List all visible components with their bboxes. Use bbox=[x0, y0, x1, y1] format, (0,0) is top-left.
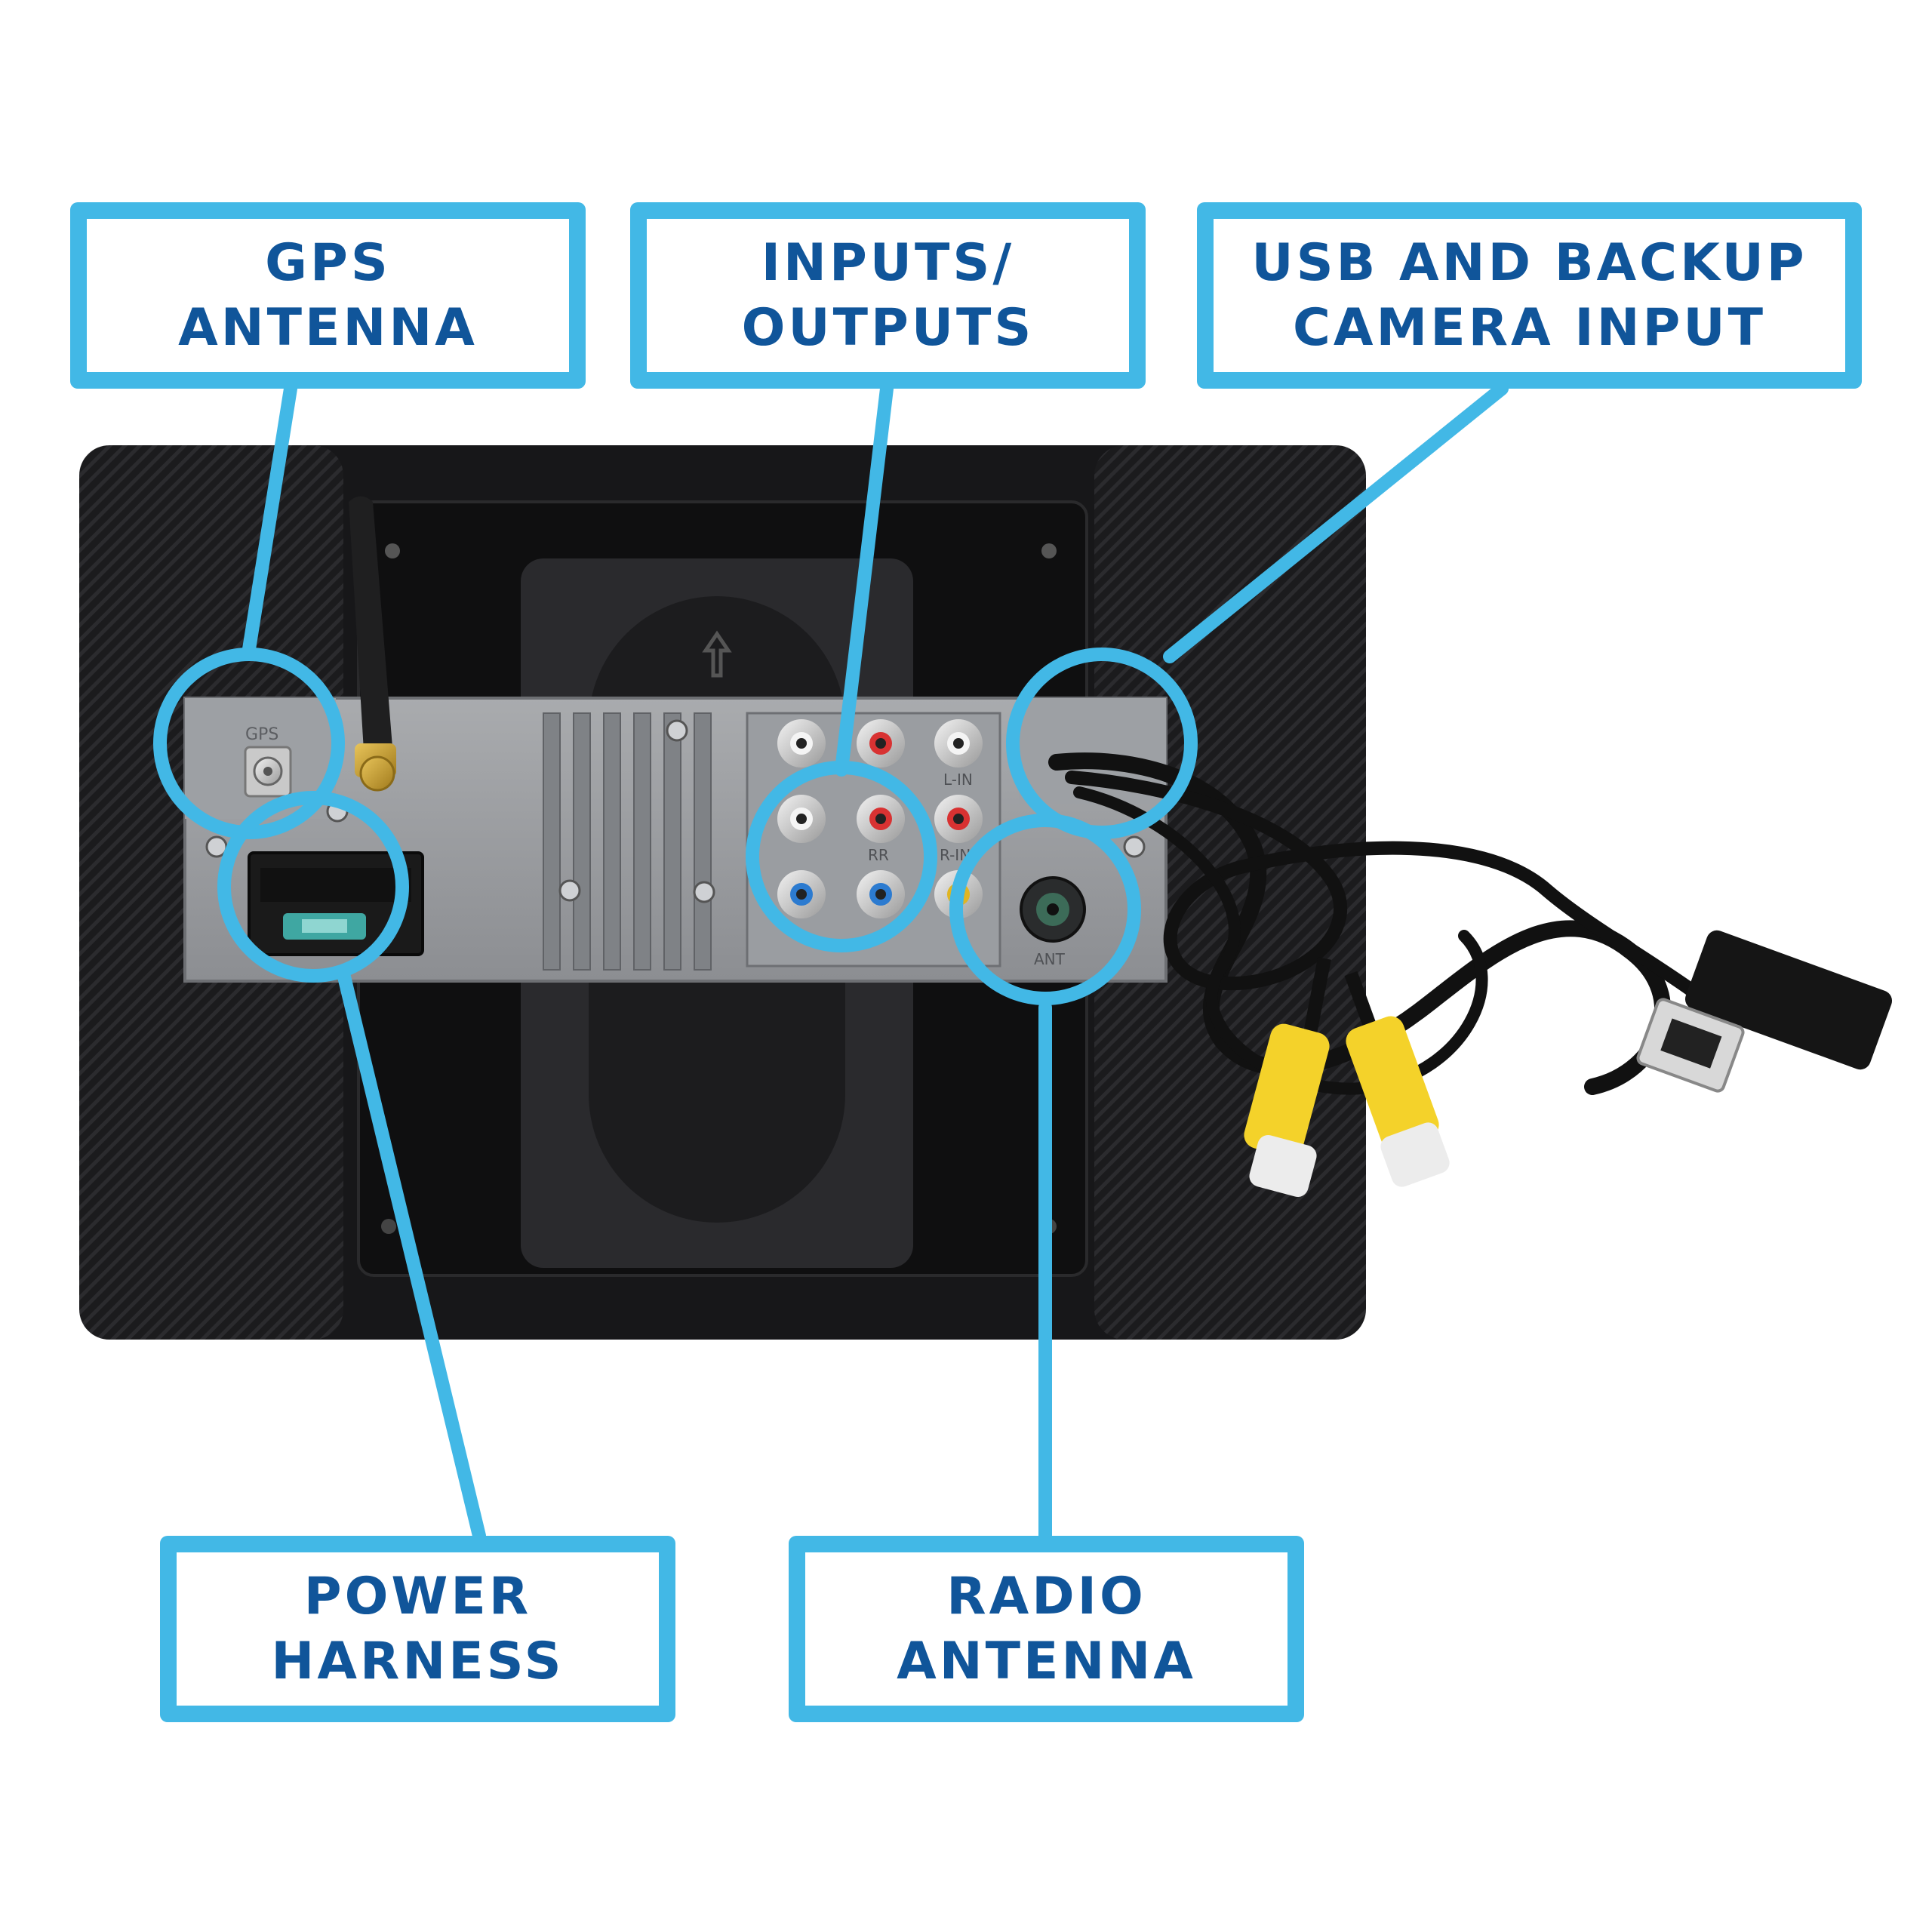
callout-radio-line1: RADIO bbox=[946, 1566, 1146, 1626]
rr-label: RR bbox=[868, 846, 889, 864]
io-leader bbox=[835, 382, 894, 777]
screw bbox=[381, 1219, 396, 1234]
rca-plug-icon bbox=[1244, 957, 1450, 1198]
callout-io-line2: OUTPUTS bbox=[741, 297, 1035, 358]
radio-ring bbox=[949, 814, 1141, 1005]
callout-radio-line2: ANTENNA bbox=[897, 1631, 1196, 1691]
wiring-harness-icon bbox=[248, 851, 424, 956]
callout-radio-antenna: RADIO ANTENNA bbox=[789, 1536, 1304, 1722]
up-arrow-icon bbox=[702, 630, 732, 678]
callout-power-harness: POWER HARNESS bbox=[160, 1536, 675, 1722]
gps-port-icon bbox=[244, 746, 292, 798]
callout-usb-line1: USB AND BACKUP bbox=[1251, 232, 1807, 293]
screw bbox=[385, 543, 400, 558]
gps-leader bbox=[242, 382, 297, 656]
stub-antenna-icon bbox=[349, 496, 396, 792]
usb-leader bbox=[1163, 382, 1509, 663]
callout-rings bbox=[153, 648, 1198, 1005]
callout-power-line2: HARNESS bbox=[271, 1631, 565, 1691]
callout-gps-line1: GPS bbox=[265, 232, 391, 293]
screw bbox=[1041, 543, 1057, 558]
callout-power-line1: POWER bbox=[303, 1566, 532, 1626]
power-ring bbox=[217, 791, 409, 983]
ant-label: ANT bbox=[1034, 950, 1066, 968]
line-in-label: L-IN bbox=[943, 771, 973, 789]
heatsink-fins bbox=[543, 712, 712, 971]
callout-gps-antenna: GPS ANTENNA bbox=[70, 202, 586, 389]
callout-gps-line2: ANTENNA bbox=[178, 297, 478, 358]
callout-usb-camera: USB AND BACKUP CAMERA INPUT bbox=[1197, 202, 1862, 389]
io-ring bbox=[746, 761, 937, 952]
power-leader bbox=[337, 967, 486, 1543]
antenna-jack-icon bbox=[1020, 876, 1086, 943]
usb-plug-icon bbox=[1636, 930, 1893, 1093]
callout-inputs-outputs: INPUTS/ OUTPUTS bbox=[630, 202, 1146, 389]
callout-leaders bbox=[242, 382, 1509, 1543]
gps-port-label: GPS bbox=[245, 725, 278, 744]
callout-usb-line2: CAMERA INPUT bbox=[1293, 297, 1766, 358]
callout-io-line1: INPUTS/ bbox=[761, 232, 1015, 293]
